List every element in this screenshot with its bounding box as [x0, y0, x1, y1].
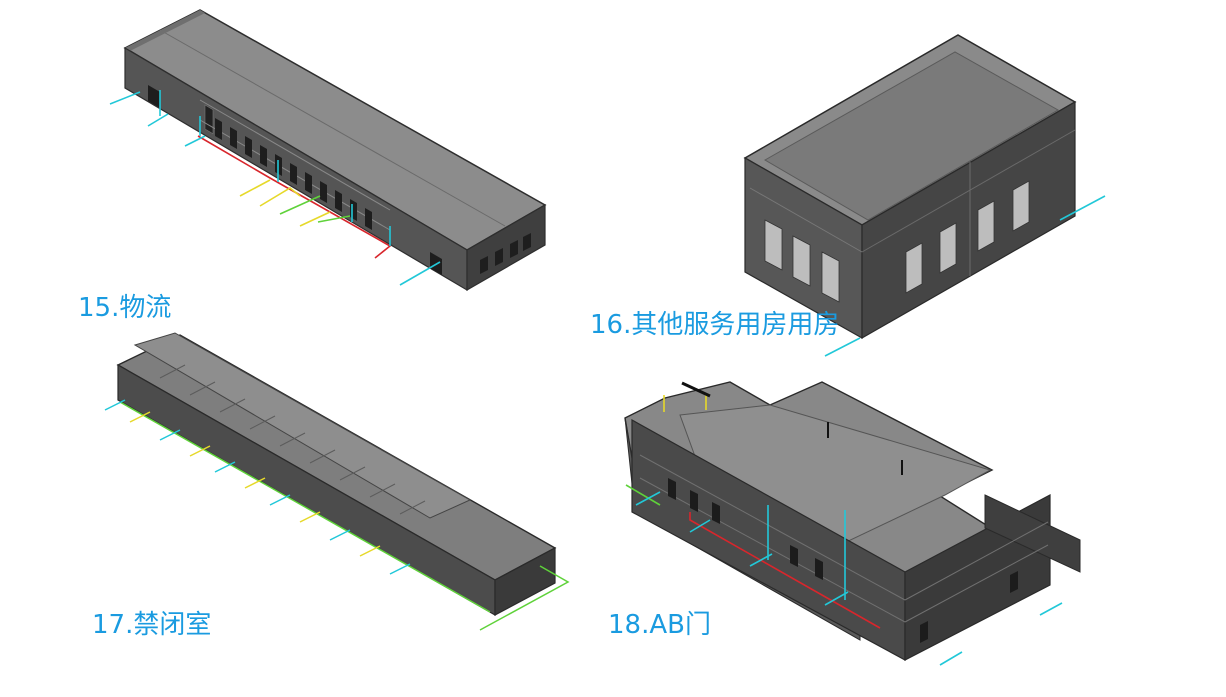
building-15-model — [109, 9, 547, 292]
building-16-model — [743, 34, 1106, 357]
building-18-model — [624, 381, 1081, 666]
building-18-label: 18.AB门 — [608, 610, 711, 640]
building-17-label: 17.禁闭室 — [92, 610, 212, 640]
building-16-label: 16.其他服务用房用房 — [590, 310, 840, 340]
building-15-label: 15.物流 — [78, 293, 172, 323]
building-17-model — [104, 332, 570, 631]
